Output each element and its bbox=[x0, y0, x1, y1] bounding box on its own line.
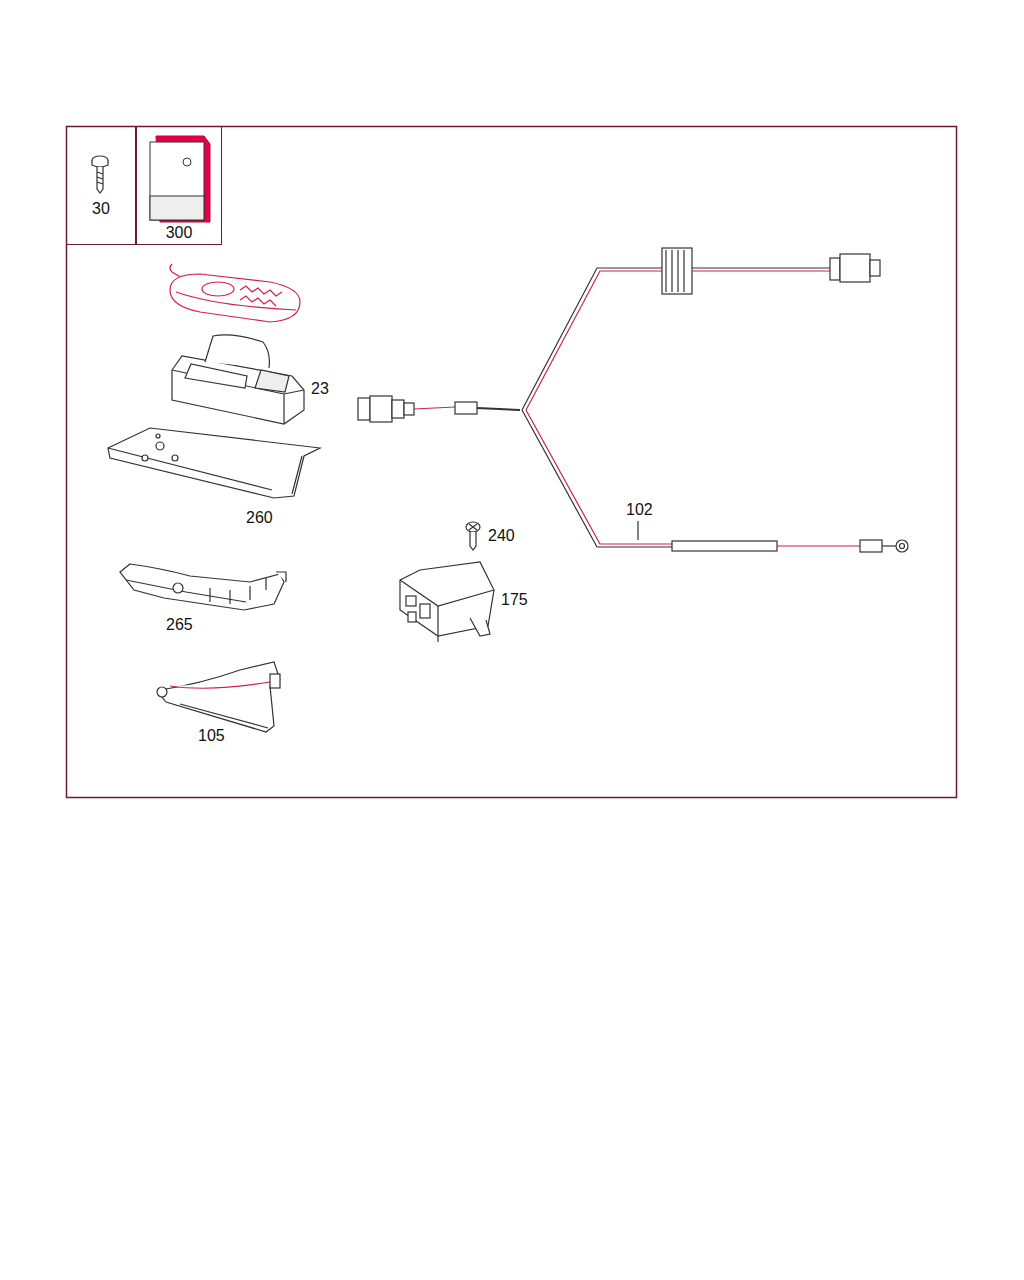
manual-300 bbox=[150, 136, 210, 222]
holder-105 bbox=[157, 662, 280, 732]
bracket-260 bbox=[108, 428, 320, 498]
callout-number: 102 bbox=[625, 501, 654, 519]
holder-265 bbox=[120, 564, 286, 610]
part-cell: 30 bbox=[66, 126, 136, 245]
wiring-harness bbox=[358, 248, 908, 552]
frame bbox=[67, 127, 957, 798]
callout-number: 23 bbox=[310, 380, 330, 398]
mobile-phone bbox=[170, 264, 300, 322]
callout-number: 175 bbox=[500, 591, 529, 609]
callout-number: 240 bbox=[487, 527, 516, 545]
screw-240 bbox=[466, 522, 480, 550]
callout-number: 260 bbox=[245, 509, 274, 527]
callout-number: 300 bbox=[166, 224, 193, 242]
callout-number: 105 bbox=[197, 727, 226, 745]
relay-175 bbox=[400, 562, 494, 642]
screw-30 bbox=[92, 156, 108, 193]
part-cell: 300 bbox=[136, 126, 222, 245]
callout-number: 265 bbox=[165, 616, 194, 634]
callout-number: 30 bbox=[92, 200, 110, 218]
phone-cradle bbox=[172, 335, 304, 424]
